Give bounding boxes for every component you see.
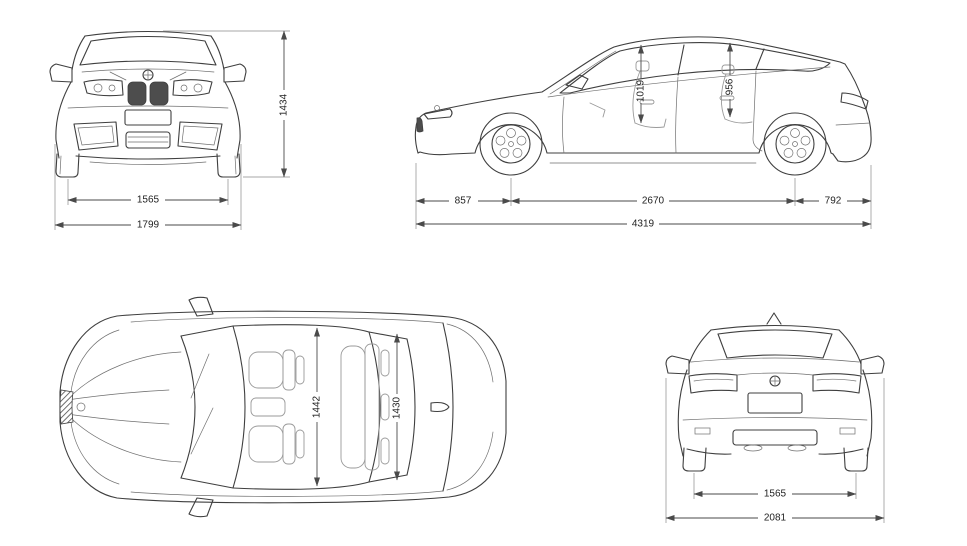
top-hood	[59, 351, 182, 463]
top-seats	[248, 343, 390, 471]
dim-label-rear-headroom: 956	[725, 78, 736, 95]
rear-lights-tailgate	[682, 372, 868, 421]
dim-front-headroom: 1019	[636, 44, 647, 124]
roof-front-edge	[232, 325, 246, 489]
dim-label-front-interior-width: 1442	[312, 395, 323, 418]
exhaust-left	[743, 444, 763, 452]
b-pillar	[677, 44, 685, 76]
dim-front-track: 1565	[67, 179, 229, 206]
rear-door-handle	[719, 95, 735, 101]
side-extension-lines	[415, 163, 872, 229]
dim-label-width-with-mirrors: 2081	[764, 513, 787, 524]
center-console	[250, 397, 286, 417]
dim-label-body-width: 1799	[137, 220, 160, 231]
front-view-drawing: 1434 1565 1799	[49, 30, 290, 231]
c-pillar	[755, 48, 765, 70]
front-door-handle	[639, 99, 655, 105]
left-mirror	[665, 355, 690, 375]
front-grille	[127, 69, 169, 106]
dim-label-rear-overhang: 792	[825, 196, 842, 207]
taillight	[840, 92, 869, 110]
dim-rear-overhang: 792	[794, 196, 872, 207]
hood-roundel-icon	[434, 105, 440, 111]
dim-width-with-mirrors: 2081	[665, 378, 885, 524]
dim-label-overall-height: 1434	[279, 93, 290, 116]
rear-wheels	[682, 447, 869, 472]
top-mirrors	[188, 296, 214, 518]
front-wheels	[55, 153, 241, 178]
side-mirror	[565, 74, 589, 90]
right-mirror	[223, 63, 247, 83]
rear-license-plate	[747, 392, 803, 414]
top-view-drawing: 1442 1430	[59, 296, 507, 518]
exhaust-right	[787, 444, 807, 452]
front-bumper	[67, 105, 229, 165]
license-plate	[124, 109, 172, 126]
dim-wheelbase: 2670	[510, 196, 796, 207]
shark-fin-antenna	[430, 401, 450, 413]
left-taillight	[688, 373, 738, 394]
hatch-edge	[442, 322, 454, 492]
wipers	[190, 353, 214, 455]
dim-label-front-headroom: 1019	[636, 79, 647, 102]
dim-front-overhang: 857	[415, 196, 512, 207]
top-car-body	[59, 310, 507, 504]
side-view-drawing: 1019 956 857 2670 792 4319	[414, 36, 872, 230]
rear-car-body	[665, 312, 885, 457]
rear-view-drawing: 1565 2081	[665, 312, 885, 524]
rear-fin-antenna	[766, 312, 782, 325]
dim-front-interior-width: 1442	[312, 327, 323, 487]
rear-window-front-edge	[368, 331, 381, 483]
front-headlights	[83, 79, 213, 97]
right-mirror	[860, 355, 885, 375]
dim-label-rear-interior-width: 1430	[392, 396, 403, 419]
side-glasshouse	[559, 42, 831, 94]
dim-body-width: 1799	[54, 144, 242, 231]
dim-rear-interior-width: 1430	[392, 333, 403, 481]
right-reflector	[839, 427, 856, 435]
dim-rear-headroom: 956	[725, 42, 736, 118]
dim-label-overall-length: 4319	[632, 219, 655, 230]
right-taillight	[812, 373, 862, 394]
side-interior-seats	[589, 60, 753, 128]
cowl-line	[180, 335, 196, 479]
dim-rear-track: 1565	[693, 473, 857, 500]
front-car-body	[49, 30, 247, 159]
dim-overall-length: 4319	[415, 219, 872, 230]
rear-window	[717, 329, 833, 359]
kidney-grille	[416, 117, 424, 133]
side-wheels	[479, 112, 827, 176]
dim-label-front-track: 1565	[137, 195, 160, 206]
left-reflector	[694, 427, 711, 435]
diffuser	[732, 429, 818, 446]
rear-window-rear-edge	[406, 338, 416, 476]
hood-badge-icon	[76, 402, 86, 412]
headlight	[423, 108, 453, 120]
windshield	[79, 35, 217, 66]
side-car-body	[414, 36, 872, 164]
left-mirror	[49, 63, 73, 83]
top-greenhouse	[180, 322, 454, 492]
dim-label-rear-track: 1565	[764, 489, 787, 500]
rear-bumper	[686, 427, 864, 455]
front-grille-hatch	[59, 389, 74, 425]
dim-label-front-overhang: 857	[455, 196, 472, 207]
dim-overall-height: 1434	[163, 30, 290, 178]
dim-label-wheelbase: 2670	[642, 196, 665, 207]
